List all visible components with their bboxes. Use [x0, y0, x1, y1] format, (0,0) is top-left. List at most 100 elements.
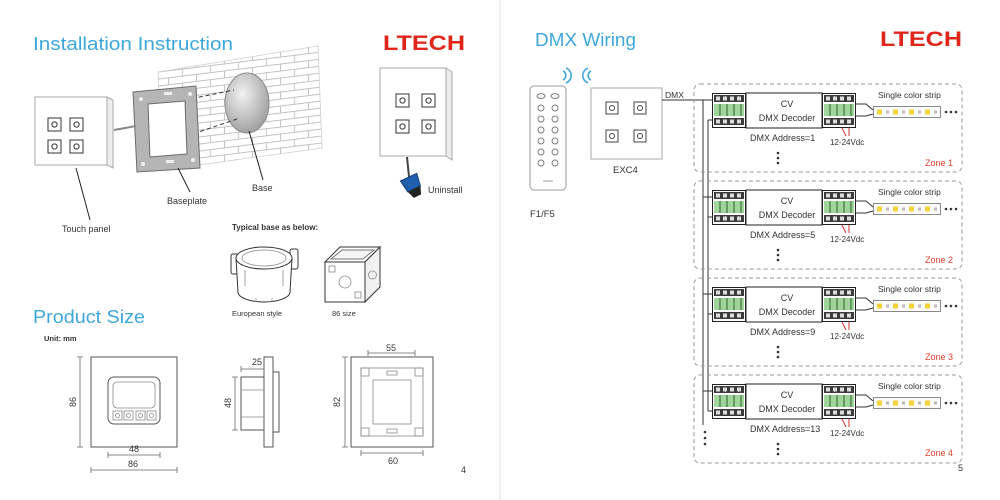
strip-label: Single color strip	[878, 187, 941, 197]
zone-4: CV DMX Decoder Single color strip DMX Ad…	[693, 374, 963, 464]
dmx-address: DMX Address=5	[750, 230, 815, 240]
dmx-address: DMX Address=13	[750, 424, 820, 434]
led-strip	[873, 203, 941, 215]
strip-continuation-dots	[944, 401, 958, 405]
back-top-width-value: 55	[386, 343, 396, 353]
page-number-right: 5	[958, 463, 963, 473]
side-height-value: 48	[223, 398, 233, 408]
led-strip	[873, 300, 941, 312]
zone-label: Zone 1	[925, 158, 953, 168]
output-terminal-block	[822, 384, 856, 419]
power-label: 12-24Vdc	[830, 332, 864, 341]
decoder-body	[745, 92, 823, 129]
strip-wires	[856, 297, 874, 311]
typical-base-heading: Typical base as below:	[232, 223, 318, 232]
front-view	[90, 356, 178, 448]
remote-label: F1/F5	[530, 209, 555, 220]
strip-label: Single color strip	[878, 90, 941, 100]
strip-continuation-dots	[944, 304, 958, 308]
panel-button	[69, 117, 84, 132]
more-decoders-dots	[776, 345, 780, 359]
panel-button	[47, 117, 62, 132]
decoder-name: DMX Decoder	[759, 113, 816, 123]
decoder-name: DMX Decoder	[759, 210, 816, 220]
uninstalled-panel	[379, 67, 453, 161]
more-decoders-dots	[776, 248, 780, 262]
power-label: 12-24Vdc	[830, 138, 864, 147]
led-strip	[873, 397, 941, 409]
front-inner-width-value: 48	[129, 444, 139, 454]
back-bottom-width-dimension	[360, 450, 424, 456]
back-height-value: 82	[332, 397, 342, 407]
wall-base	[224, 72, 270, 134]
baseplate	[132, 85, 201, 173]
output-terminal-block	[822, 287, 856, 322]
strip-label: Single color strip	[878, 284, 941, 294]
back-top-width-dimension	[367, 350, 416, 356]
side-depth-dimension	[240, 366, 265, 372]
zone-boundary	[693, 83, 963, 173]
zone-boundary	[693, 374, 963, 464]
decoder-type: CV	[781, 99, 794, 109]
side-view	[240, 356, 280, 448]
decoder-body	[745, 383, 823, 420]
back-height-dimension	[342, 356, 348, 448]
output-terminal-block	[822, 190, 856, 225]
zone-1: CV DMX Decoder Single color strip DMX Ad…	[693, 83, 963, 173]
decoder-body	[745, 286, 823, 323]
remote-control	[529, 85, 567, 191]
page-number-left: 4	[461, 465, 466, 475]
touch-panel	[34, 96, 114, 169]
front-width-value: 86	[128, 459, 138, 469]
dmx-terminal-block	[712, 384, 746, 419]
ltech-logo: LTECH	[383, 32, 465, 55]
touch-panel-label: Touch panel	[62, 224, 111, 234]
dmx-terminal-block	[712, 93, 746, 128]
more-decoders-dots	[776, 442, 780, 456]
zone-boundary	[693, 180, 963, 270]
size-86-label: 86 size	[332, 309, 356, 318]
exc4-panel	[590, 87, 663, 160]
wireless-signal-icon	[582, 67, 592, 84]
ltech-logo: LTECH	[880, 28, 962, 51]
decoder-type: CV	[781, 293, 794, 303]
box-86-size	[323, 245, 382, 304]
bus-continuation-dots	[703, 430, 707, 446]
unit-label: Unit: mm	[44, 334, 77, 343]
power-wires	[841, 418, 850, 428]
more-decoders-dots	[776, 151, 780, 165]
front-height-value: 86	[68, 397, 78, 407]
strip-wires	[856, 394, 874, 408]
side-height-dimension	[232, 376, 238, 431]
zone-boundary	[693, 277, 963, 367]
zone-3: CV DMX Decoder Single color strip DMX Ad…	[693, 277, 963, 367]
back-bottom-width-value: 60	[388, 456, 398, 466]
decoder-type: CV	[781, 196, 794, 206]
baseplate-label: Baseplate	[167, 196, 207, 206]
strip-wires	[856, 200, 874, 214]
left-page: Installation Instruction LTECH	[33, 32, 466, 475]
zone-label: Zone 4	[925, 448, 953, 458]
decoder-name: DMX Decoder	[759, 307, 816, 317]
power-wires	[841, 224, 850, 234]
callout-lines	[75, 130, 264, 221]
european-style-label: European style	[232, 309, 282, 318]
power-wires	[841, 321, 850, 331]
dmx-terminal-block	[712, 190, 746, 225]
dmx-terminal-block	[712, 287, 746, 322]
european-style-box	[230, 246, 299, 303]
strip-wires	[856, 103, 874, 117]
exc4-label: EXC4	[613, 165, 638, 176]
panel-button	[69, 139, 84, 154]
front-width-dimension	[90, 467, 178, 473]
led-strip	[873, 106, 941, 118]
panel-button	[47, 139, 62, 154]
power-label: 12-24Vdc	[830, 235, 864, 244]
decoder-type: CV	[781, 390, 794, 400]
power-label: 12-24Vdc	[830, 429, 864, 438]
uninstall-label: Uninstall	[428, 185, 463, 195]
front-inner-width-dimension	[107, 452, 161, 458]
strip-label: Single color strip	[878, 381, 941, 391]
dmx-address: DMX Address=1	[750, 133, 815, 143]
dmx-wiring-title: DMX Wiring	[535, 30, 636, 50]
